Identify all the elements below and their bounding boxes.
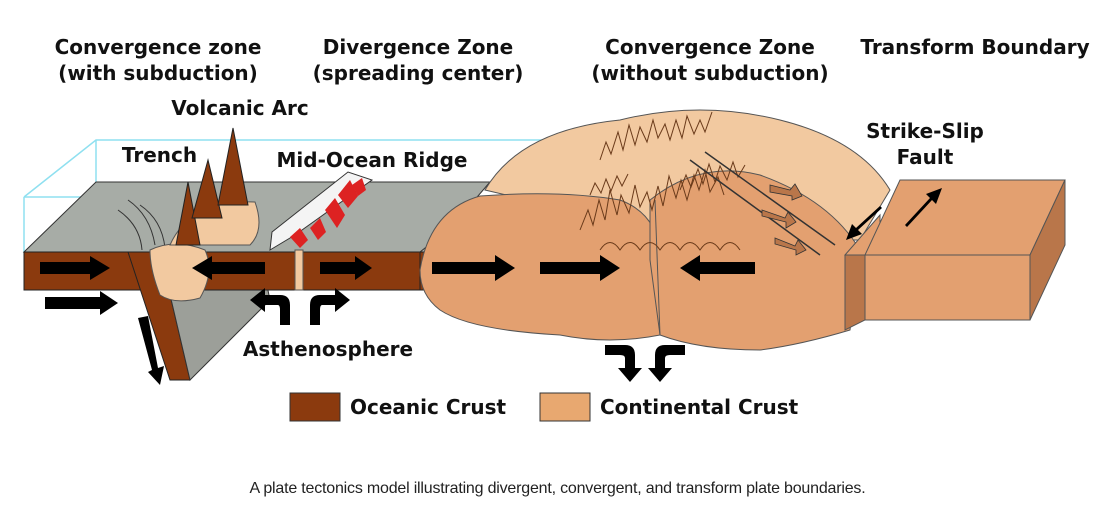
figure-caption: A plate tectonics model illustrating div… [249,480,866,497]
label-trench: Trench [121,143,198,167]
arrow-right-icon [45,291,118,315]
curved-arrow-icon [310,288,350,325]
arrow-left-icon [680,255,755,281]
volcanic-arc [169,127,260,246]
curved-arrow-icon [250,288,290,325]
label-convergence-no-subduction: Convergence Zone (without subduction) [591,35,829,85]
curved-arrow-icon [648,345,685,382]
transform-blocks [844,179,1066,331]
arrow-diagonal-icon [905,188,942,227]
arrow-right-icon [540,255,620,281]
continental-collision [419,109,891,351]
arrow-right-icon [40,256,110,280]
arrow-left-icon [192,256,265,280]
arrow-right-icon [320,256,372,280]
label-convergence-subduction: Convergence zone (with subduction) [54,35,262,85]
legend-swatch-oceanic [289,392,341,422]
legend-label-continental: Continental Crust [600,395,799,419]
curved-arrow-icon [605,345,642,382]
arrow-right-icon [432,255,515,281]
arrow-down-icon [138,316,164,385]
arrow-diagonal-icon [846,206,882,240]
label-mid-ocean-ridge: Mid-Ocean Ridge [276,148,468,172]
plate-motion-arrows [40,183,942,385]
legend-swatch-continental [539,392,591,422]
label-transform-boundary: Transform Boundary [860,35,1090,59]
label-volcanic-arc: Volcanic Arc [171,96,309,120]
label-strike-slip-fault: Strike-Slip Fault [866,119,984,169]
label-asthenosphere: Asthenosphere [242,337,414,361]
mid-ocean-ridge [269,171,374,291]
legend-label-oceanic: Oceanic Crust [350,395,507,419]
label-divergence-zone: Divergence Zone (spreading center) [312,35,524,85]
